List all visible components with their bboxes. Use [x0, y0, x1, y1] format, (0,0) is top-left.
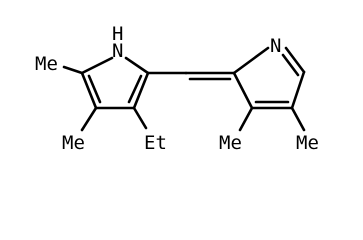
pyrromethene-structure: H N Me Me Et N Me Me: [35, 23, 319, 154]
bond-c4p-c5p: [290, 70, 306, 110]
bond-n1-c5: [124, 56, 150, 75]
bond-c4-c5-inner: [127, 74, 143, 104]
pyrrolenine-nitrogen-label: N: [270, 35, 281, 57]
bond-n-c5p-inner: [281, 53, 300, 77]
bond-c4-c5: [132, 71, 150, 110]
bond-c2p-c3p: [232, 71, 254, 110]
bond-c3p-methyl: [238, 106, 254, 132]
methyl-c4p-label: Me: [296, 132, 319, 154]
bond-n1-c2: [80, 56, 114, 75]
bond-c2-methyl: [62, 65, 84, 75]
ethyl-label: Et: [144, 132, 167, 154]
methyl-c3p-label: Me: [219, 132, 242, 154]
bond-c2p-n: [232, 46, 270, 75]
bond-c3-methyl: [80, 106, 98, 132]
nh-hydrogen-label: H: [112, 23, 123, 45]
nh-nitrogen-label: N: [112, 40, 123, 62]
bond-c4-ethyl: [132, 106, 148, 130]
bond-c2-c3-inner: [87, 74, 102, 104]
bond-n-c5p: [284, 46, 306, 74]
bond-c2-c3: [80, 71, 98, 110]
bond-c4p-methyl: [290, 106, 306, 132]
methyl-c4-label: Me: [62, 132, 85, 154]
methyl-c5-label: Me: [35, 53, 58, 75]
